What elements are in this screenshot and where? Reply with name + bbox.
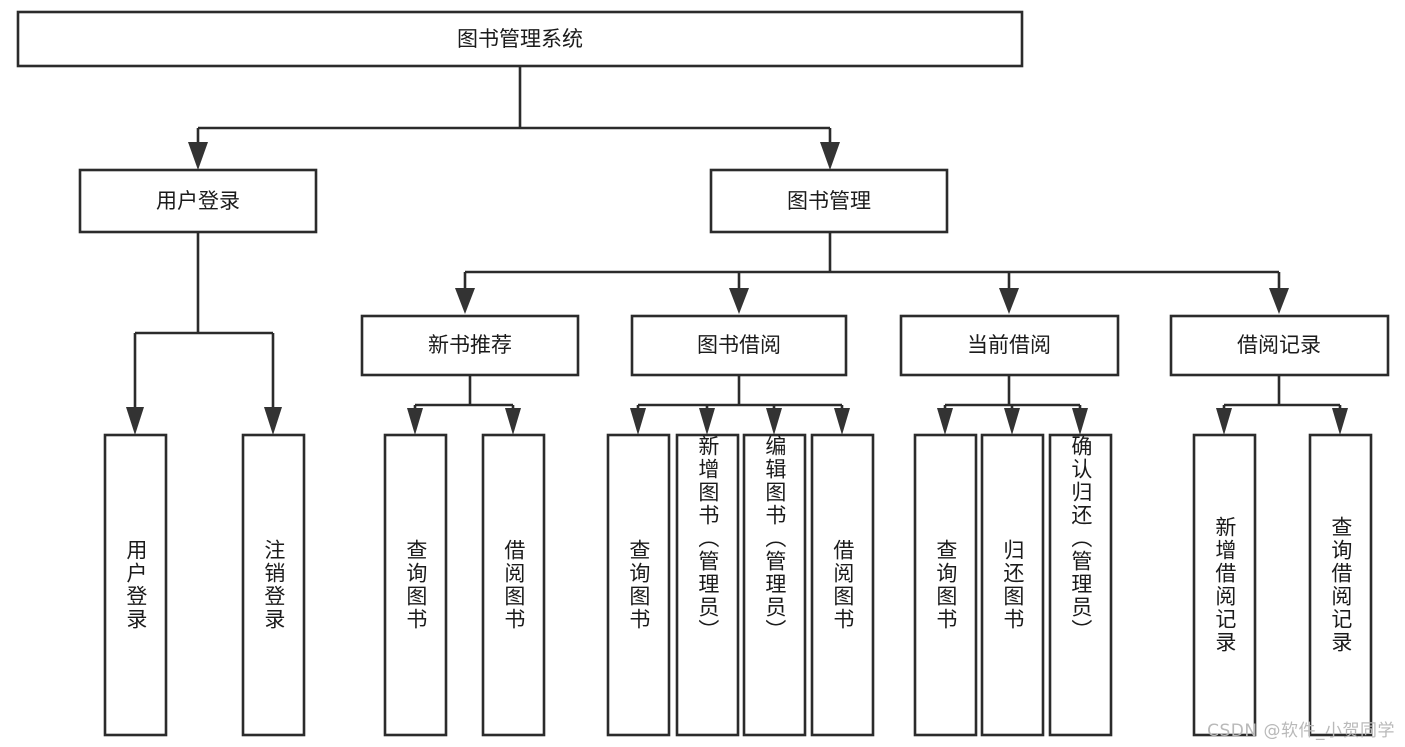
node-box-user-login[interactable] (78, 168, 318, 234)
arrowhead-borrowrecord-leaf-2 (1332, 408, 1348, 435)
node-box-book-borrow[interactable] (630, 314, 848, 377)
node-box-leaf-borrow-book-1[interactable] (481, 433, 546, 737)
node-box-leaf-query-book-1[interactable] (383, 433, 448, 737)
node-box-leaf-user-login[interactable] (103, 433, 168, 737)
arrowhead-book-manage (820, 142, 840, 170)
node-box-root[interactable] (16, 10, 1024, 68)
node-box-leaf-query-book-3[interactable] (913, 433, 978, 737)
node-label-new-book-recommend: 新书推荐 (428, 333, 512, 357)
node-box-leaf-return-book[interactable] (980, 433, 1045, 737)
arrowhead-borrow-record (1269, 288, 1289, 314)
arrowhead-bookborrow-leaf-1 (630, 408, 646, 435)
arrowhead-borrowrecord-leaf-1 (1216, 408, 1232, 435)
arrowhead-newbook-leaf-1 (407, 408, 423, 435)
arrowhead-current-borrow (999, 288, 1019, 314)
node-label-user-login: 用户登录 (156, 189, 240, 213)
node-label-book-borrow: 图书借阅 (697, 333, 781, 357)
node-label-borrow-record: 借阅记录 (1237, 333, 1321, 357)
node-box-book-manage[interactable] (709, 168, 949, 234)
arrowhead-leaf-user-login (126, 407, 144, 435)
nodes-group: 图书管理系统 用户登录 图书管理 新书推荐 图书借阅 当前借阅 借阅记录 (16, 10, 1390, 737)
arrowhead-currentborrow-leaf-3 (1072, 408, 1088, 435)
node-label-book-manage: 图书管理 (787, 189, 871, 213)
node-box-leaf-logout[interactable] (241, 433, 306, 737)
arrowhead-user-login (188, 142, 208, 170)
node-box-leaf-confirm-return[interactable] (1048, 433, 1113, 737)
arrowhead-currentborrow-leaf-1 (937, 408, 953, 435)
arrowhead-book-borrow (729, 288, 749, 314)
node-box-new-book-recommend[interactable] (360, 314, 580, 377)
edges-group (126, 66, 1348, 435)
node-box-leaf-add-borrow-record[interactable] (1192, 433, 1257, 737)
node-box-leaf-query-book-2[interactable] (606, 433, 671, 737)
node-box-current-borrow[interactable] (899, 314, 1120, 377)
node-box-leaf-borrow-book-2[interactable] (810, 433, 875, 737)
node-label-current-borrow: 当前借阅 (967, 333, 1051, 357)
node-box-leaf-add-book[interactable] (675, 433, 740, 737)
arrowhead-bookborrow-leaf-3 (766, 408, 782, 435)
arrowhead-bookborrow-leaf-4 (834, 408, 850, 435)
arrowhead-newbook-leaf-2 (505, 408, 521, 435)
node-box-leaf-query-borrow-record[interactable] (1308, 433, 1373, 737)
watermark-text: CSDN @软件_小贺同学 (1207, 721, 1395, 741)
node-label-root: 图书管理系统 (457, 27, 583, 51)
node-box-leaf-edit-book[interactable] (742, 433, 807, 737)
node-box-borrow-record[interactable] (1169, 314, 1390, 377)
arrowhead-new-book (455, 288, 475, 314)
arrowhead-leaf-logout (264, 407, 282, 435)
arrowhead-currentborrow-leaf-2 (1004, 408, 1020, 435)
arrowhead-bookborrow-leaf-2 (699, 408, 715, 435)
